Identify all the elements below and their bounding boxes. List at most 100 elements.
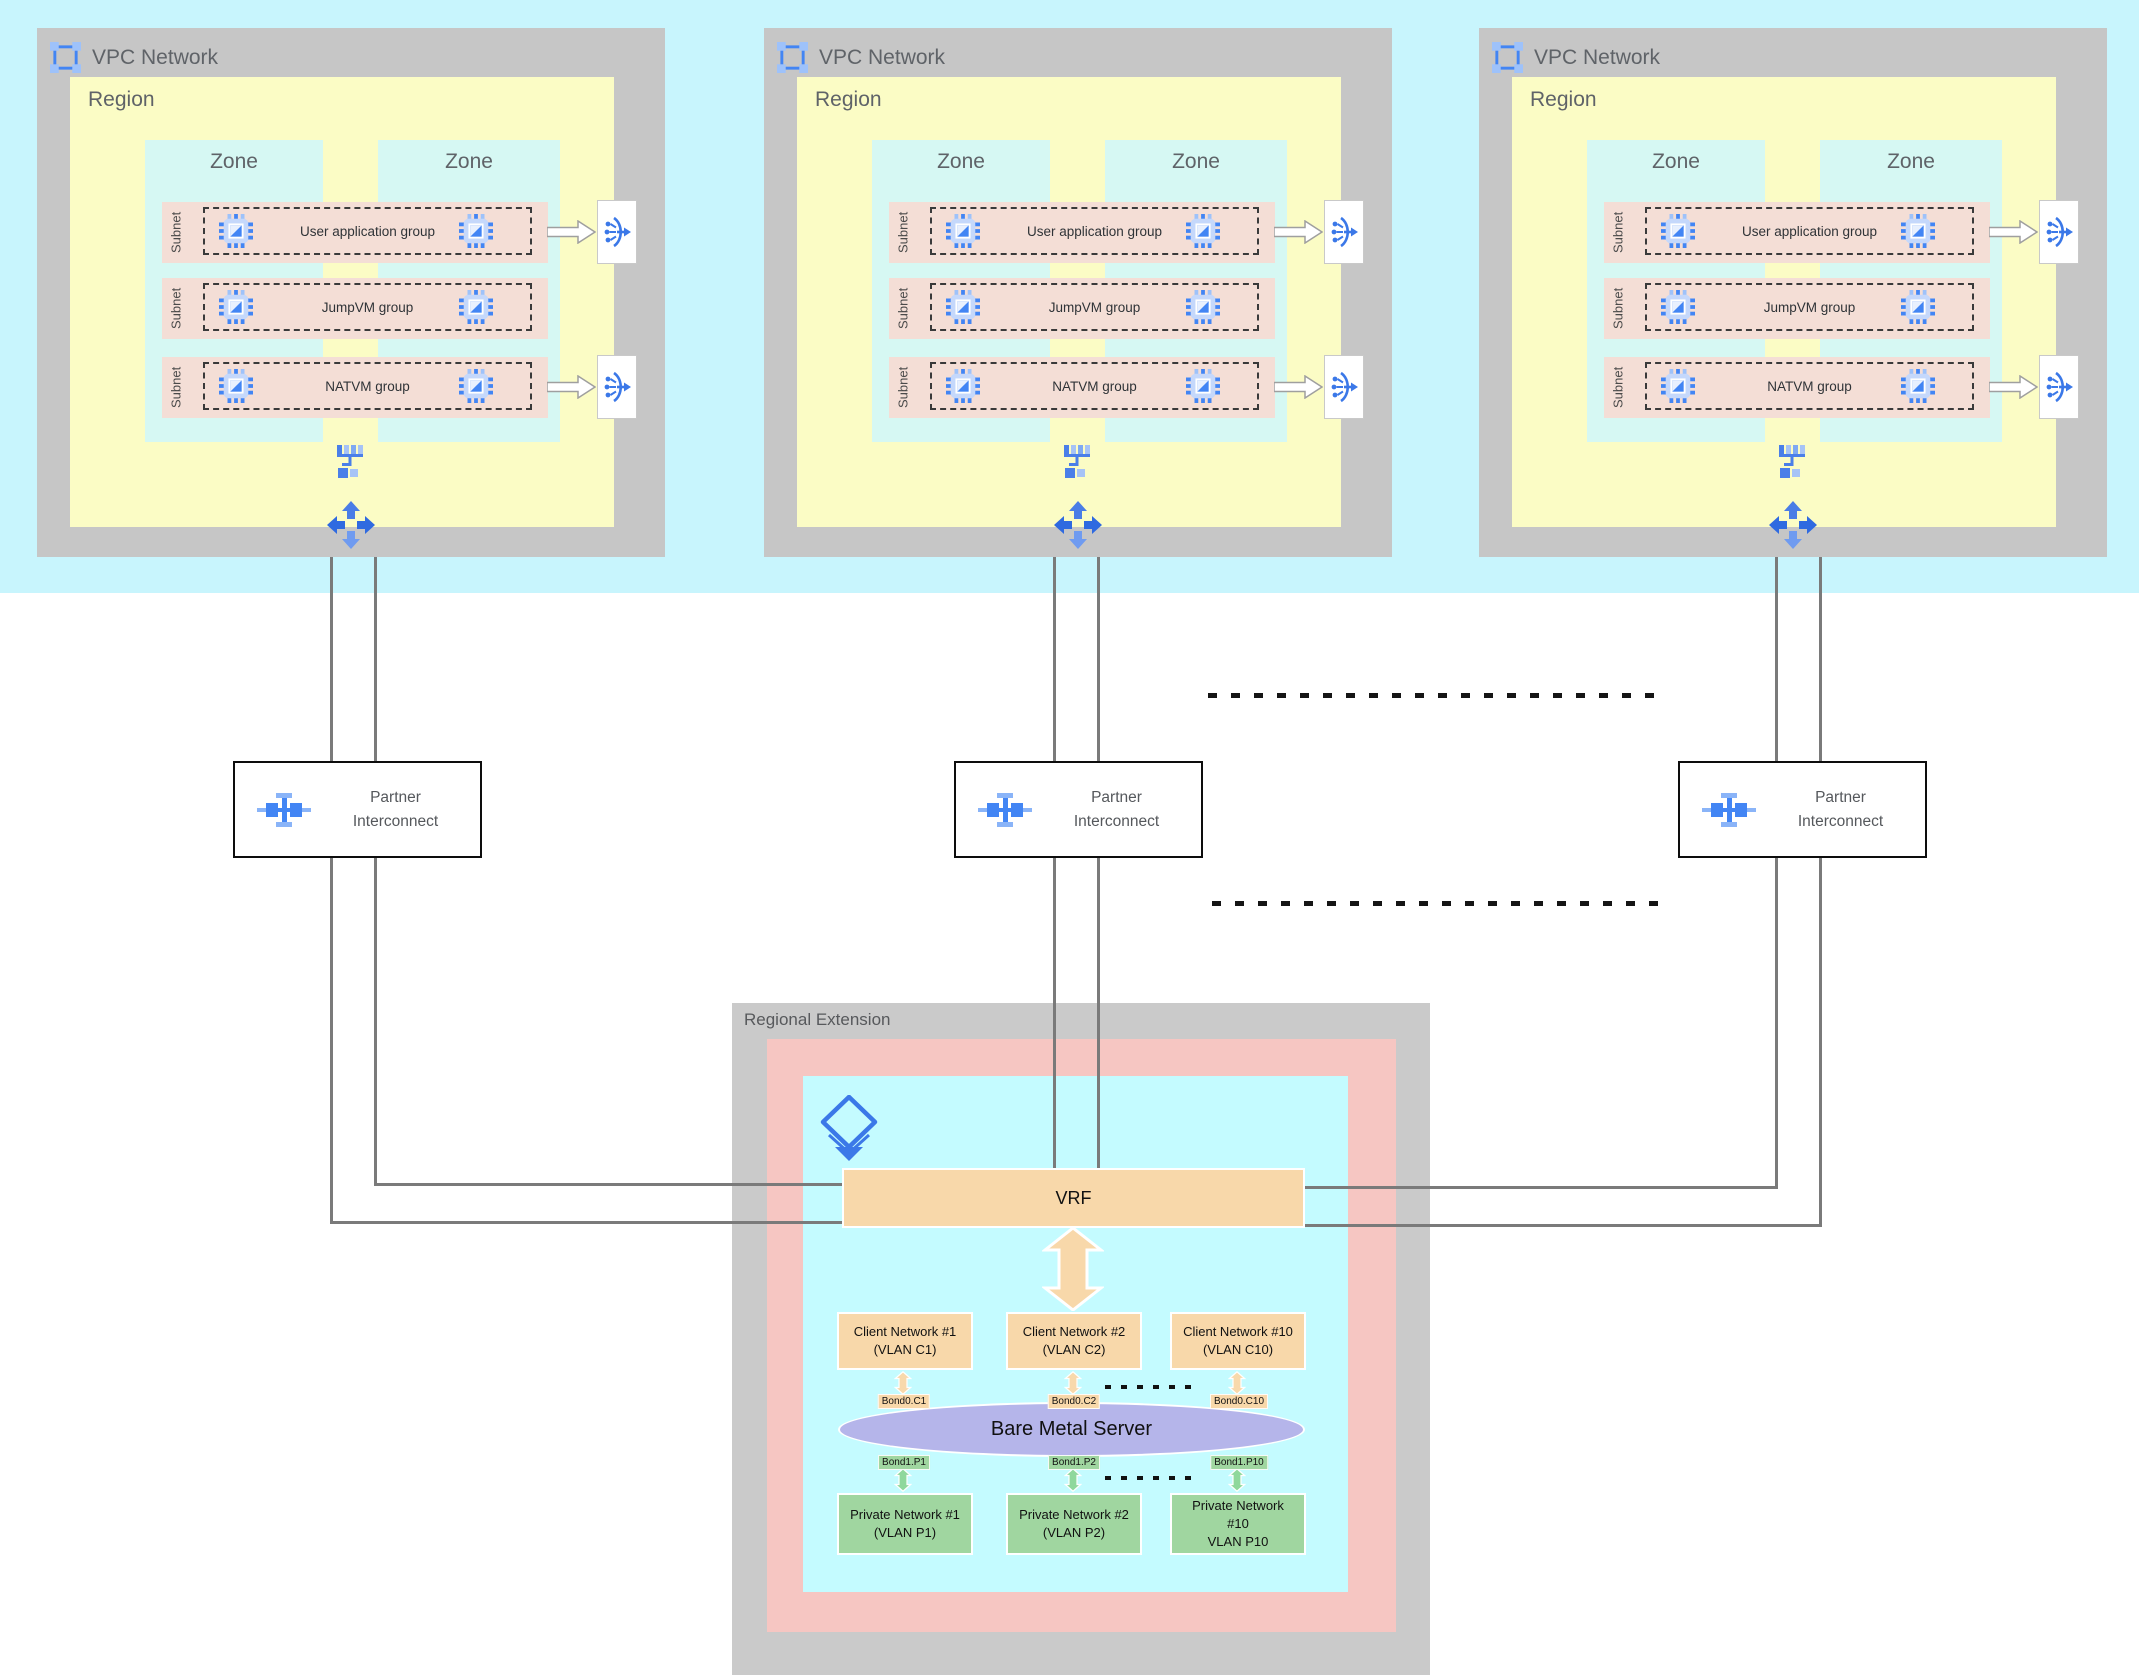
subnet-row-user-app: Subnet User application group: [1604, 200, 2079, 264]
interconnect-icon: [978, 790, 1032, 830]
more-private-networks-dots: [1105, 1476, 1201, 1480]
more-client-networks-dots: [1105, 1385, 1201, 1389]
load-balancer-icon: [2045, 216, 2073, 248]
partner-interconnect-label: Partner Interconnect: [1797, 789, 1884, 830]
instance-group-box: NATVM group: [930, 362, 1259, 410]
vpc-network-icon: [777, 42, 808, 73]
bond-label: Bond1.P10: [1210, 1455, 1268, 1470]
arrow-to-load-balancer: [1989, 375, 2038, 399]
more-regions-dots-top: [1208, 693, 1666, 698]
vpc-title: VPC Network: [819, 45, 946, 69]
load-balancer-box: [2039, 200, 2079, 264]
instance-group-label: JumpVM group: [1763, 299, 1856, 315]
subnet-label: Subnet: [895, 211, 911, 254]
interconnect-icon: [1702, 790, 1756, 830]
link-vpc3-outer: [1819, 540, 1822, 1227]
client-bond-arrow: [1064, 1371, 1082, 1395]
zone-label: Zone: [1887, 150, 1935, 173]
instance-group-box: User application group: [930, 207, 1259, 255]
region-box: Region Zone Zone Subnet User application…: [1512, 77, 2079, 527]
region-box: Region Zone Zone Subnet User application…: [797, 77, 1364, 527]
private-network-name: Private Network #1: [850, 1506, 960, 1522]
client-network-vlan: (VLAN C10): [1202, 1342, 1274, 1357]
subnet-label: Subnet: [1610, 211, 1626, 254]
client-network-name: Client Network #1: [853, 1323, 957, 1339]
subnet-row-jumpvm: Subnet JumpVM group: [889, 278, 1275, 339]
network-switch-icon: [1775, 445, 1811, 481]
zone-label: Zone: [1652, 150, 1700, 173]
instance-group-box: JumpVM group: [1645, 283, 1974, 331]
private-network-vlan: (VLAN P1): [873, 1525, 937, 1540]
instance-group-box: JumpVM group: [203, 283, 532, 331]
subnet-row-user-app: Subnet User application group: [889, 200, 1364, 264]
subnet-label: Subnet: [895, 366, 911, 409]
arrow-to-load-balancer: [1274, 220, 1323, 244]
client-network-vlan: (VLAN C2): [1042, 1342, 1106, 1357]
load-balancer-box: [1324, 200, 1364, 264]
zone-label: Zone: [210, 150, 258, 173]
subnet-label: Subnet: [168, 287, 184, 330]
subnet-label: Subnet: [168, 211, 184, 254]
private-network-1-box: Private Network #1 (VLAN P1): [837, 1493, 973, 1555]
link-vpc3-inner: [1775, 540, 1778, 1189]
partner-interconnect-label: Partner Interconnect: [352, 789, 439, 830]
bare-metal-layers-icon: [817, 1095, 881, 1165]
subnet-label: Subnet: [168, 366, 184, 409]
client-network-name: Client Network #2: [1022, 1323, 1126, 1339]
subnet-label: Subnet: [1610, 366, 1626, 409]
client-bond-arrow: [894, 1371, 912, 1395]
partner-interconnect-label: Partner Interconnect: [1073, 789, 1160, 830]
region-label: Region: [1530, 88, 1597, 111]
bare-metal-server: Bare Metal Server: [838, 1402, 1305, 1457]
vpc-network-block-3: VPC Network Region Zone Zone Subnet User…: [1479, 28, 2107, 557]
vpc-network-icon: [1492, 42, 1523, 73]
subnet-row-jumpvm: Subnet JumpVM group: [162, 278, 548, 339]
load-balancer-box: [2039, 355, 2079, 419]
load-balancer-icon: [603, 371, 631, 403]
region-label: Region: [815, 88, 882, 111]
private-network-10-box: Private Network #10 VLAN P10: [1170, 1493, 1306, 1555]
arrow-to-load-balancer: [1274, 375, 1323, 399]
client-network-name: Client Network #10: [1183, 1323, 1293, 1339]
private-bond-arrow: [1228, 1468, 1246, 1492]
zone-label: Zone: [937, 150, 985, 173]
client-network-vlan: (VLAN C1): [873, 1342, 937, 1357]
arrow-to-load-balancer: [547, 375, 596, 399]
bond-label: Bond1.P2: [1048, 1455, 1100, 1470]
private-bond-arrow: [1064, 1468, 1082, 1492]
load-balancer-box: [597, 200, 637, 264]
load-balancer-icon: [1330, 371, 1358, 403]
instance-group-box: NATVM group: [1645, 362, 1974, 410]
vpc-network-icon: [50, 42, 81, 73]
subnet-row-natvm: Subnet NATVM group: [1604, 355, 2079, 419]
client-network-2-box: Client Network #2 (VLAN C2): [1006, 1312, 1142, 1370]
load-balancer-icon: [1330, 216, 1358, 248]
vpc-header: VPC Network: [1492, 42, 1660, 73]
region-box: Region Zone Zone Subnet User application…: [70, 77, 637, 527]
vpc-header: VPC Network: [777, 42, 945, 73]
instance-group-box: NATVM group: [203, 362, 532, 410]
instance-group-label: NATVM group: [1767, 378, 1852, 394]
arrow-to-load-balancer: [1989, 220, 2038, 244]
load-balancer-icon: [2045, 371, 2073, 403]
partner-interconnect-box-2: Partner Interconnect: [954, 761, 1203, 858]
vpc-header: VPC Network: [50, 42, 218, 73]
arrow-to-load-balancer: [547, 220, 596, 244]
instance-group-label: User application group: [1026, 223, 1163, 239]
private-network-vlan: #10: [1227, 1515, 1249, 1531]
bond-label: Bond1.P1: [878, 1455, 930, 1470]
link-vpc1-inner-horizontal: [374, 1183, 842, 1186]
regional-extension-title: Regional Extension: [744, 1010, 891, 1029]
partner-interconnect-box-3: Partner Interconnect: [1678, 761, 1927, 858]
network-switch-icon: [333, 445, 369, 481]
vpc-title: VPC Network: [92, 45, 219, 69]
private-network-vlan: (VLAN P2): [1042, 1525, 1106, 1540]
private-network-name: Private Network: [1192, 1497, 1284, 1513]
vrf-box: VRF: [842, 1168, 1305, 1228]
network-switch-icon: [1060, 445, 1096, 481]
bond-label: Bond0.C1: [877, 1394, 931, 1409]
private-network-2-box: Private Network #2 (VLAN P2): [1006, 1493, 1142, 1555]
partner-interconnect-box-1: Partner Interconnect: [233, 761, 482, 858]
instance-group-label: JumpVM group: [321, 299, 414, 315]
link-vpc3-outer-horizontal: [1305, 1224, 1822, 1227]
